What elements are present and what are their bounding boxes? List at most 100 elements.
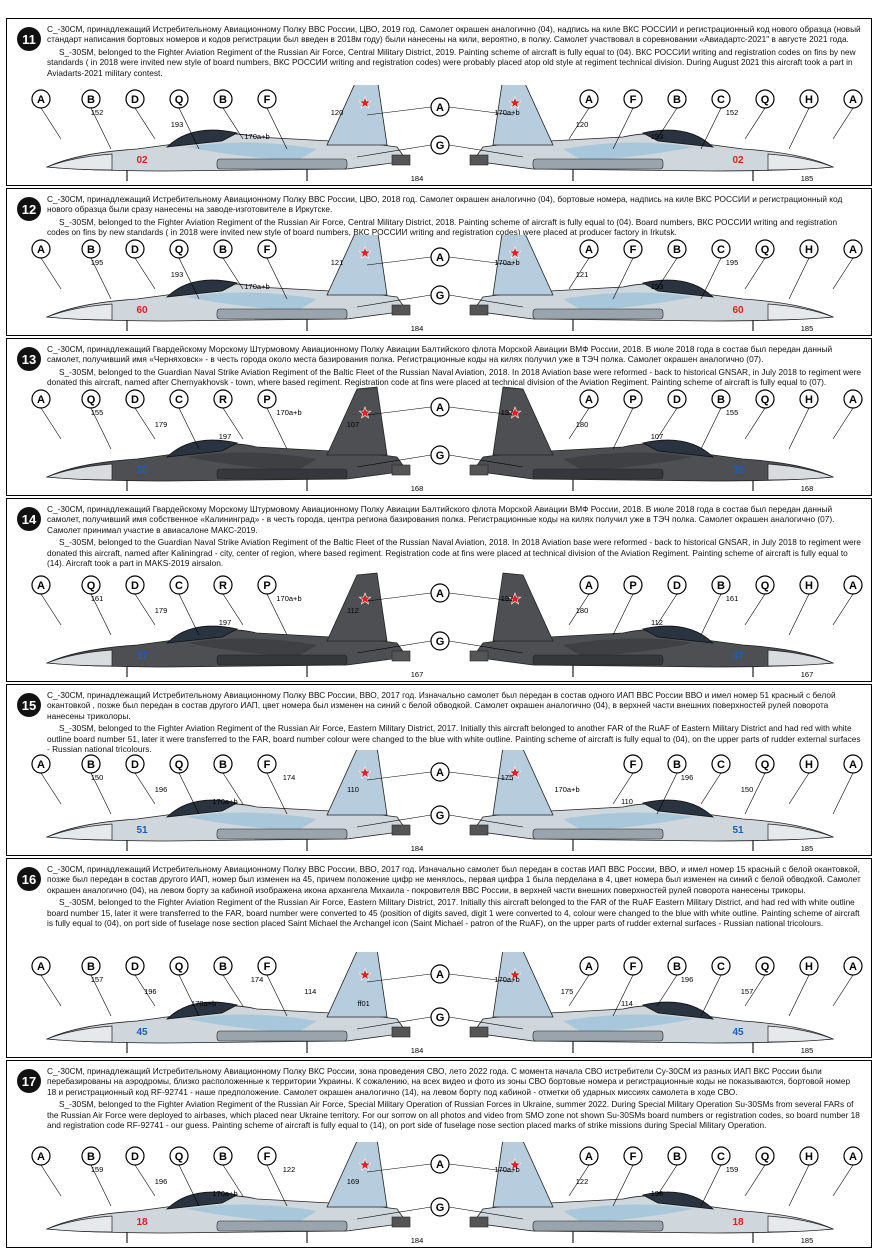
leader-line [612, 593, 634, 636]
center-callout-bottom: G [430, 1197, 450, 1217]
starboard-side-board-number: 18 [732, 1217, 744, 1228]
leader-line [448, 1163, 514, 1173]
description-english: S_-30SM, belonged to the Fighter Aviatio… [47, 216, 838, 238]
right-callout-q-4: Q [755, 89, 775, 109]
starboard-side-radome [767, 303, 834, 321]
starboard-side-red-star-icon [508, 96, 522, 109]
right-decal-number: 170a+b [494, 975, 519, 984]
variant-number-badge: 16 [17, 867, 41, 891]
leader-line [744, 107, 766, 140]
leader-line [448, 771, 514, 781]
left-decal-number: 174 [251, 975, 264, 984]
leader-line [568, 593, 590, 626]
port-side-radome [46, 463, 113, 481]
leader-line [612, 974, 634, 1017]
leader-line [356, 144, 432, 158]
leader-line [448, 814, 524, 828]
right-callout-a-0: A [579, 389, 599, 409]
callout-letter: Q [761, 580, 770, 592]
right-decal-number: 170a+b [494, 1165, 519, 1174]
description-english: S_-30SM, belonged to the Fighter Aviatio… [47, 1099, 860, 1131]
left-callout-b-1: B [81, 89, 101, 109]
left-callout-f-5: F [257, 754, 277, 774]
starboard-side-radome [767, 1025, 834, 1043]
description-russian: С_-30СМ, принадлежащий Истребительному А… [47, 864, 861, 895]
callout-letter: B [87, 244, 95, 256]
center-callout-bottom: G [430, 445, 450, 465]
right-callout-h-4: H [799, 754, 819, 774]
left-decal-number: 197 [219, 618, 232, 627]
leader-line [700, 1164, 722, 1207]
leader-line [222, 107, 244, 140]
leader-line [266, 593, 288, 636]
callout-letter: F [630, 244, 637, 256]
callout-letter: A [849, 1151, 857, 1163]
leader-line [448, 592, 514, 602]
callout-letter: A [37, 580, 45, 592]
callout-letter: Q [175, 961, 184, 973]
right-callout-a-0: A [579, 575, 599, 595]
left-callout-d-2: D [125, 239, 145, 259]
starboard-side-aircraft [469, 750, 835, 851]
port-side-aircraft [45, 572, 411, 677]
leader-line [448, 256, 514, 266]
leader-line [134, 107, 156, 140]
left-callout-b-1: B [81, 754, 101, 774]
left-callout-p-5: P [257, 575, 277, 595]
leader-line [40, 407, 62, 440]
left-decal-number: 159 [91, 1165, 104, 1174]
port-side-radome [46, 1215, 113, 1233]
leader-line [568, 107, 590, 140]
callout-letter: B [219, 94, 227, 106]
callout-letter: Q [761, 94, 770, 106]
leader-line [40, 593, 62, 626]
port-side-canopy [165, 1191, 239, 1210]
right-callout-a-6: A [843, 1146, 863, 1166]
left-decal-number: 170a+b [191, 999, 216, 1008]
left-decal-number: 168 [411, 484, 424, 493]
right-callout-c-3: C [711, 1146, 731, 1166]
right-decal-number: 196 [681, 773, 694, 782]
description-english: S_-30SM, belonged to the Fighter Aviatio… [47, 46, 856, 78]
leader-line [222, 1164, 244, 1197]
callout-letter: B [219, 759, 227, 771]
leader-line [448, 294, 524, 308]
starboard-side-red-star-icon [508, 592, 522, 605]
left-callout-p-5: P [257, 389, 277, 409]
right-decal-number: 195 [726, 258, 739, 267]
right-callout-q-4: Q [755, 575, 775, 595]
leader-line [266, 1164, 288, 1207]
callout-letter: B [219, 244, 227, 256]
svg-text:A: A [436, 588, 444, 600]
leader-line [448, 1206, 524, 1220]
right-callout-h-5: H [799, 89, 819, 109]
center-callout-top: A [430, 97, 450, 117]
left-decal-number: 170a+b [276, 408, 301, 417]
starboard-side-nozzle [469, 1216, 489, 1228]
callout-letter: Q [175, 244, 184, 256]
leader-line [90, 407, 112, 450]
starboard-side-nozzle [469, 154, 489, 166]
callout-letter: H [805, 580, 813, 592]
left-decal-number: 150 [91, 773, 104, 782]
port-side-vertical-fin [326, 386, 388, 456]
right-decal-number: 122 [576, 1177, 589, 1186]
leader-line [178, 593, 200, 636]
left-decal-number: 170a+b [212, 1189, 237, 1198]
right-decal-number: 193 [651, 282, 664, 291]
starboard-side-board-number: 02 [732, 155, 744, 166]
callout-letter: A [585, 94, 593, 106]
center-callout-top: A [430, 247, 450, 267]
starboard-side-vertical-fin [492, 1142, 554, 1208]
port-side-board-number: 60 [136, 305, 148, 316]
starboard-side-canopy [641, 799, 715, 818]
callout-letter: F [630, 94, 637, 106]
starboard-side-red-star-icon [508, 1158, 522, 1171]
leader-line [40, 772, 62, 805]
svg-text:A: A [436, 767, 444, 779]
callout-letter: Q [175, 1151, 184, 1163]
left-callout-f-5: F [257, 239, 277, 259]
starboard-side-canopy [641, 1001, 715, 1020]
